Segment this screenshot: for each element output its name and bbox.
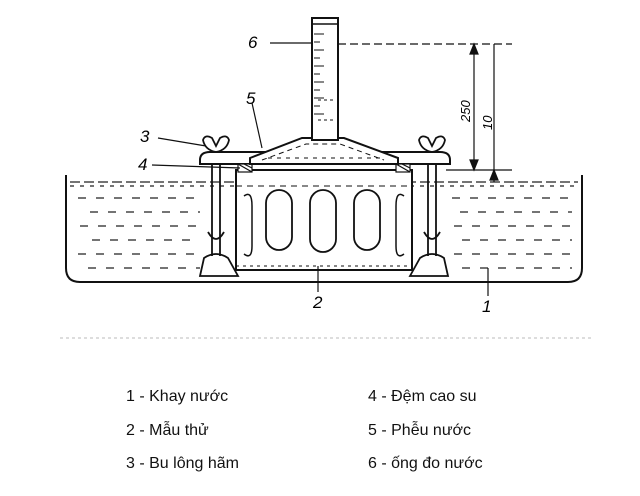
callout-2: 2 — [312, 293, 323, 312]
dimension-lines — [338, 42, 512, 182]
dimension-10: 10 — [480, 115, 495, 130]
water-tray — [65, 175, 583, 283]
locking-bolts — [207, 160, 441, 256]
legend-item-1: 1 - Khay nước — [126, 388, 229, 405]
measuring-tube — [311, 17, 339, 141]
base-supports — [198, 253, 450, 277]
specimen — [235, 169, 413, 271]
legend-item-2: 2 - Mẫu thử — [126, 422, 209, 439]
callout-3: 3 — [140, 127, 150, 146]
rubber-gaskets — [237, 163, 411, 173]
tube-graduations — [314, 33, 324, 115]
legend-item-6: 6 - ống đo nước — [368, 455, 483, 472]
callout-1: 1 — [482, 297, 491, 316]
dimension-250: 250 — [458, 100, 473, 123]
callout-6: 6 — [248, 33, 258, 52]
callout-4: 4 — [138, 155, 147, 174]
legend-item-3: 3 - Bu lông hãm — [126, 455, 239, 472]
legend-item-5: 5 - Phễu nước — [368, 422, 472, 439]
wing-nuts — [202, 135, 446, 153]
callout-5: 5 — [246, 89, 256, 108]
water-funnel — [249, 137, 399, 165]
leader-lines — [151, 42, 489, 296]
legend-item-4: 4 - Đệm cao su — [368, 388, 477, 405]
